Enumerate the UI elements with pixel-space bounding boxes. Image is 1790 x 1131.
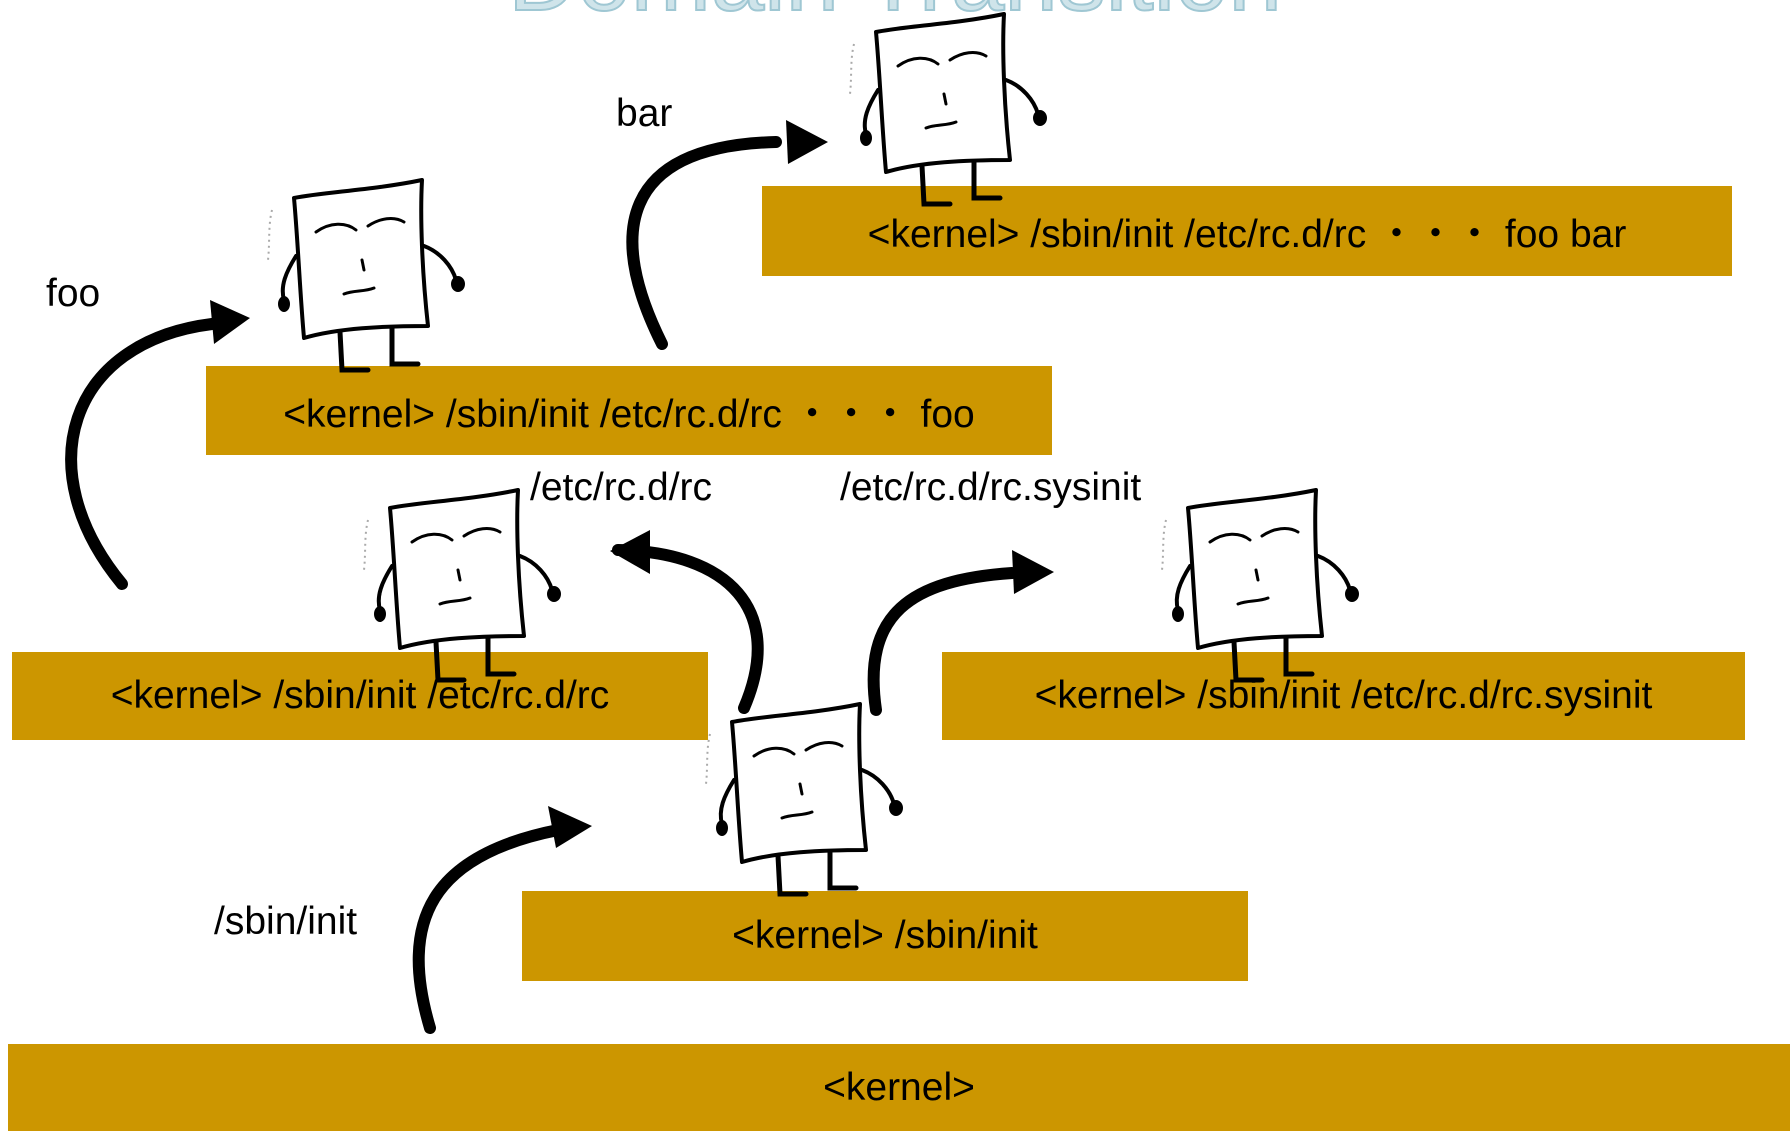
arrowhead-kernel-init	[548, 806, 592, 848]
domain-bar-sysinit: <kernel> /sbin/init /etc/rc.d/rc.sysinit	[942, 652, 1745, 740]
domain-bar-kernel: <kernel>	[8, 1044, 1790, 1131]
domain-bar-rc: <kernel> /sbin/init /etc/rc.d/rc	[12, 652, 708, 740]
arrowhead-foo-bar	[786, 120, 828, 164]
arrowhead-init-sysinit	[1012, 550, 1054, 594]
domain-bar-init: <kernel> /sbin/init	[522, 891, 1248, 981]
paper-character-icon	[850, 14, 1047, 204]
domain-bar-foo: <kernel> /sbin/init /etc/rc.d/rc ・・・ foo	[206, 366, 1052, 455]
arrowhead-rc-foo	[210, 300, 250, 344]
transition-label-bar: bar	[616, 92, 673, 135]
arrow-init-to-rc	[612, 544, 764, 714]
transition-label-rc: /etc/rc.d/rc	[530, 466, 713, 509]
transition-label-init: /sbin/init	[214, 900, 358, 943]
diagram-title: Domain Transition	[0, 0, 1790, 27]
paper-character-icon	[1162, 490, 1359, 680]
arrowhead-init-rc	[610, 530, 650, 574]
transition-label-sysinit: /etc/rc.d/rc.sysinit	[840, 466, 1142, 509]
arrow-foo-to-bar	[626, 136, 782, 350]
paper-character-icon	[706, 704, 903, 894]
transition-label-foo: foo	[46, 272, 101, 315]
arrow-rc-to-foo	[65, 318, 218, 590]
arrow-init-to-sysinit	[867, 567, 1018, 716]
paper-character-icon	[268, 180, 465, 370]
arrow-kernel-to-init	[412, 824, 564, 1034]
paper-character-icon	[364, 490, 561, 680]
